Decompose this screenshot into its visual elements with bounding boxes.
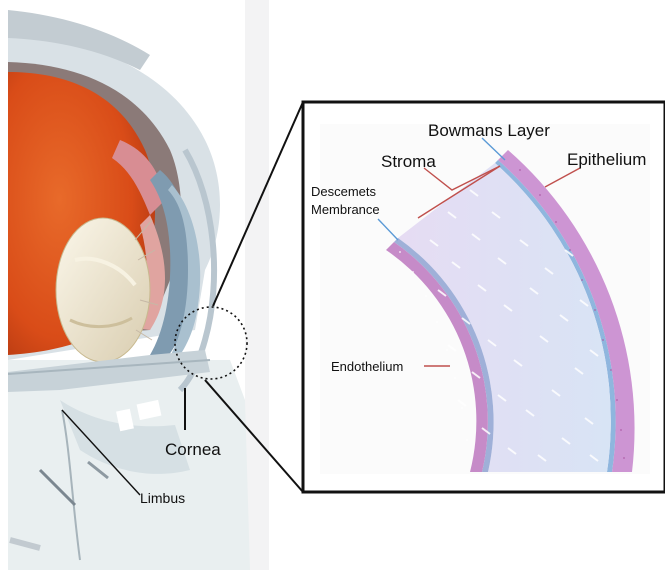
label-descemets-line2: Membrance (311, 202, 380, 217)
eye-cross-section (8, 0, 269, 570)
label-limbus: Limbus (140, 490, 185, 506)
label-descemets-line1: Descemets (311, 184, 377, 199)
label-cornea: Cornea (165, 440, 221, 459)
label-bowmans-layer: Bowmans Layer (428, 121, 550, 140)
label-stroma: Stroma (381, 152, 436, 171)
label-endothelium: Endothelium (331, 359, 403, 374)
label-epithelium: Epithelium (567, 150, 646, 169)
